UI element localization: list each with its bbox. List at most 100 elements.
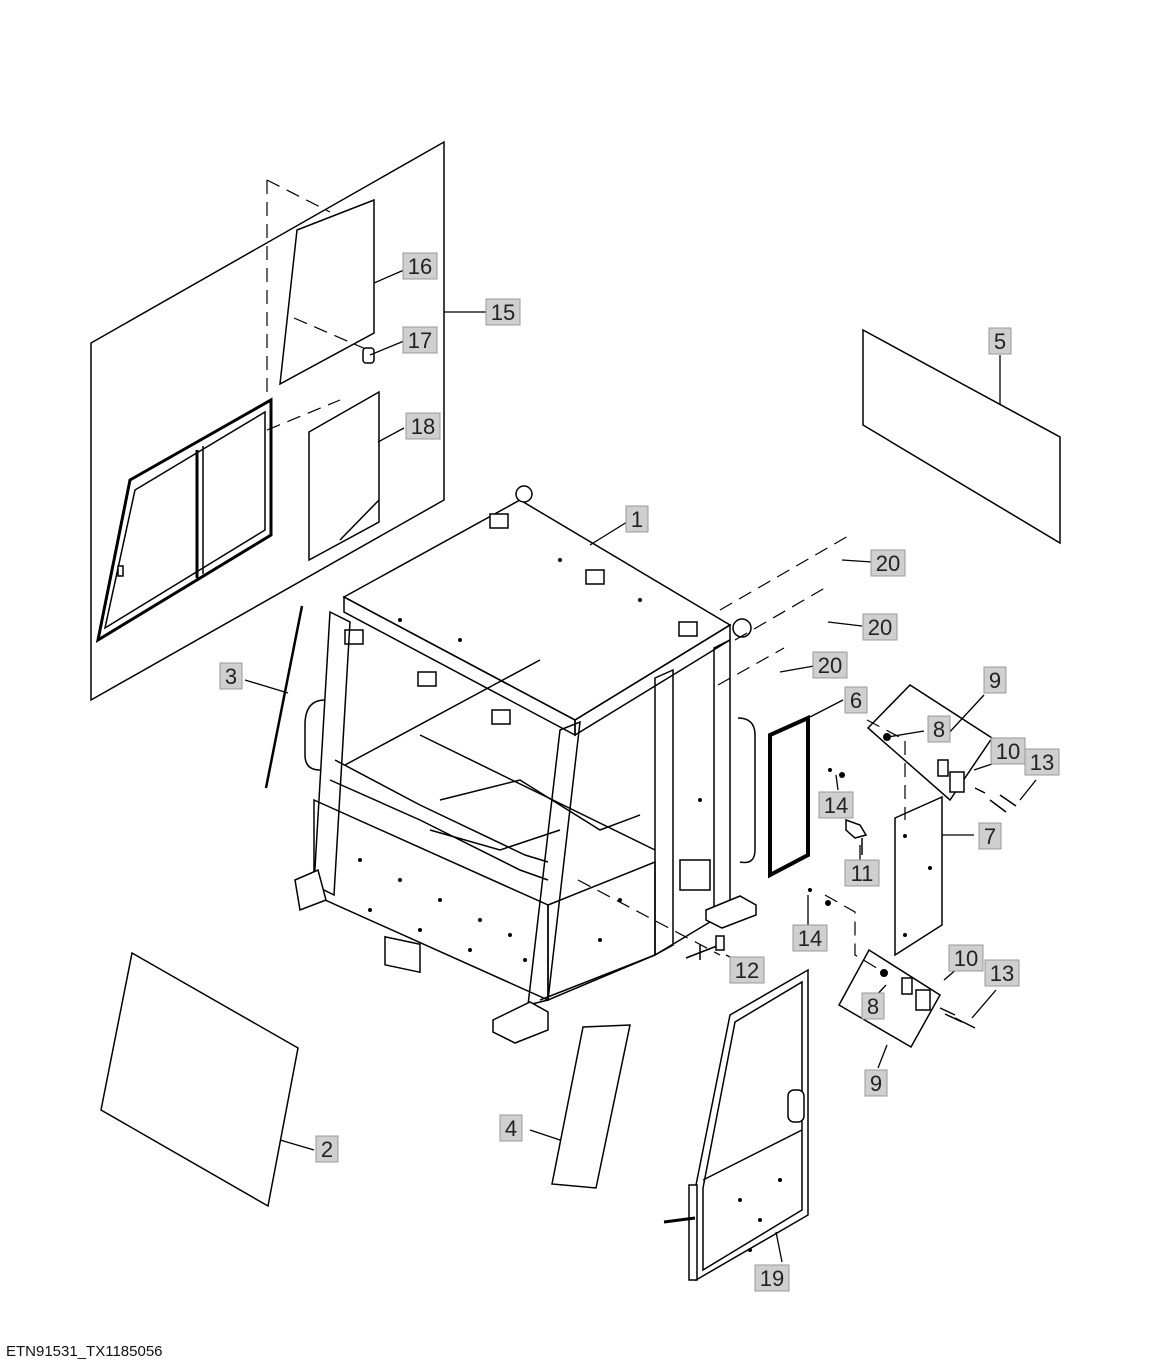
callout-number: 20 [868,615,892,640]
callout-20: 20 [812,651,848,679]
callout-5: 5 [988,327,1012,355]
sliding-window-frame [95,397,273,644]
callout-14: 14 [818,791,854,819]
callout-box [844,859,880,887]
part-17-latch [362,347,375,364]
callout-number: 14 [798,926,822,951]
callout-number: 16 [408,254,432,279]
callout-number: 19 [760,1266,784,1291]
callout-box [818,791,854,819]
callout-box [864,1069,888,1097]
part-15-rear-glass-assembly [90,140,445,702]
callout-20: 20 [862,613,898,641]
callout-3: 3 [219,662,243,690]
callout-9: 9 [864,1069,888,1097]
callout-box [990,737,1026,765]
callout-number: 18 [411,414,435,439]
callout-box [499,1114,523,1142]
callout-box [625,505,649,533]
callout-13: 13 [1024,748,1060,776]
callout-box [870,549,906,577]
callout-box [844,686,868,714]
callout-box [754,1264,790,1292]
callout-2: 2 [315,1135,339,1163]
part-6-seal [768,714,810,879]
callout-number: 20 [818,653,842,678]
part-11-latch [845,818,868,855]
part-3-seal-strip [264,605,304,789]
callout-number: 9 [870,1071,882,1096]
callout-1: 1 [625,505,649,533]
callout-8: 8 [927,715,951,743]
callout-box [315,1135,339,1163]
callout-number: 13 [1030,750,1054,775]
part-19-door [663,968,809,1282]
part-2-panel [100,951,299,1208]
part-5-panel [862,328,1061,545]
callout-number: 1 [631,507,643,532]
callout-16: 16 [402,252,438,280]
callout-10: 10 [948,944,984,972]
leader-lines [244,269,1037,1263]
callout-number: 13 [990,961,1014,986]
part-18-lower-glass [308,390,380,562]
callout-20: 20 [870,549,906,577]
callout-box [862,613,898,641]
callout-number: 2 [321,1137,333,1162]
callout-number: 7 [984,824,996,849]
callout-number: 12 [735,958,759,983]
callout-box [927,715,951,743]
callout-13: 13 [984,959,1020,987]
callout-14: 14 [792,924,828,952]
callout-box [812,651,848,679]
callout-number: 17 [408,328,432,353]
callout-number: 3 [225,664,237,689]
figure-id: ETN91531_TX1185056 [6,1343,163,1360]
callout-box [402,252,438,280]
callout-18: 18 [405,412,441,440]
callout-box [1024,748,1060,776]
callout-number: 4 [505,1116,517,1141]
callout-box [861,992,885,1020]
callout-box [219,662,243,690]
callout-number: 11 [851,861,874,886]
callout-number: 8 [933,717,945,742]
callout-number: 15 [491,300,515,325]
part-4-glass [551,1024,631,1189]
part-16-upper-glass [279,198,375,386]
upper-hardware [828,768,1017,855]
part-9-upper-hinge-plate [866,684,994,820]
callout-box [978,822,1002,850]
callout-box [792,924,828,952]
callout-box [984,959,1020,987]
part-12-bracket [685,935,725,960]
callout-number: 10 [954,946,978,971]
callout-15: 15 [485,298,521,326]
callout-box [729,956,765,984]
callout-9: 9 [983,666,1007,694]
callout-box [948,944,984,972]
callout-box [988,327,1012,355]
part-7-panel [894,795,943,957]
callout-box [402,326,438,354]
callout-7: 7 [978,822,1002,850]
callout-box [405,412,441,440]
callout-8: 8 [861,992,885,1020]
callout-11: 11 [844,859,880,887]
callout-number: 10 [996,739,1020,764]
callout-number: 14 [824,793,848,818]
callout-number: 20 [876,551,900,576]
callout-19: 19 [754,1264,790,1292]
callout-6: 6 [844,686,868,714]
callout-number: 5 [994,329,1006,354]
callout-12: 12 [729,956,765,984]
callout-number: 6 [850,688,862,713]
part-9-lower-hinge-plate [808,888,976,1049]
callout-10: 10 [990,737,1026,765]
callout-labels: 1234567889910101112131314141516171819202… [219,252,1060,1292]
callout-number: 8 [867,994,879,1019]
part-1-cab-frame [294,485,851,1044]
callout-17: 17 [402,326,438,354]
callout-number: 9 [989,668,1001,693]
